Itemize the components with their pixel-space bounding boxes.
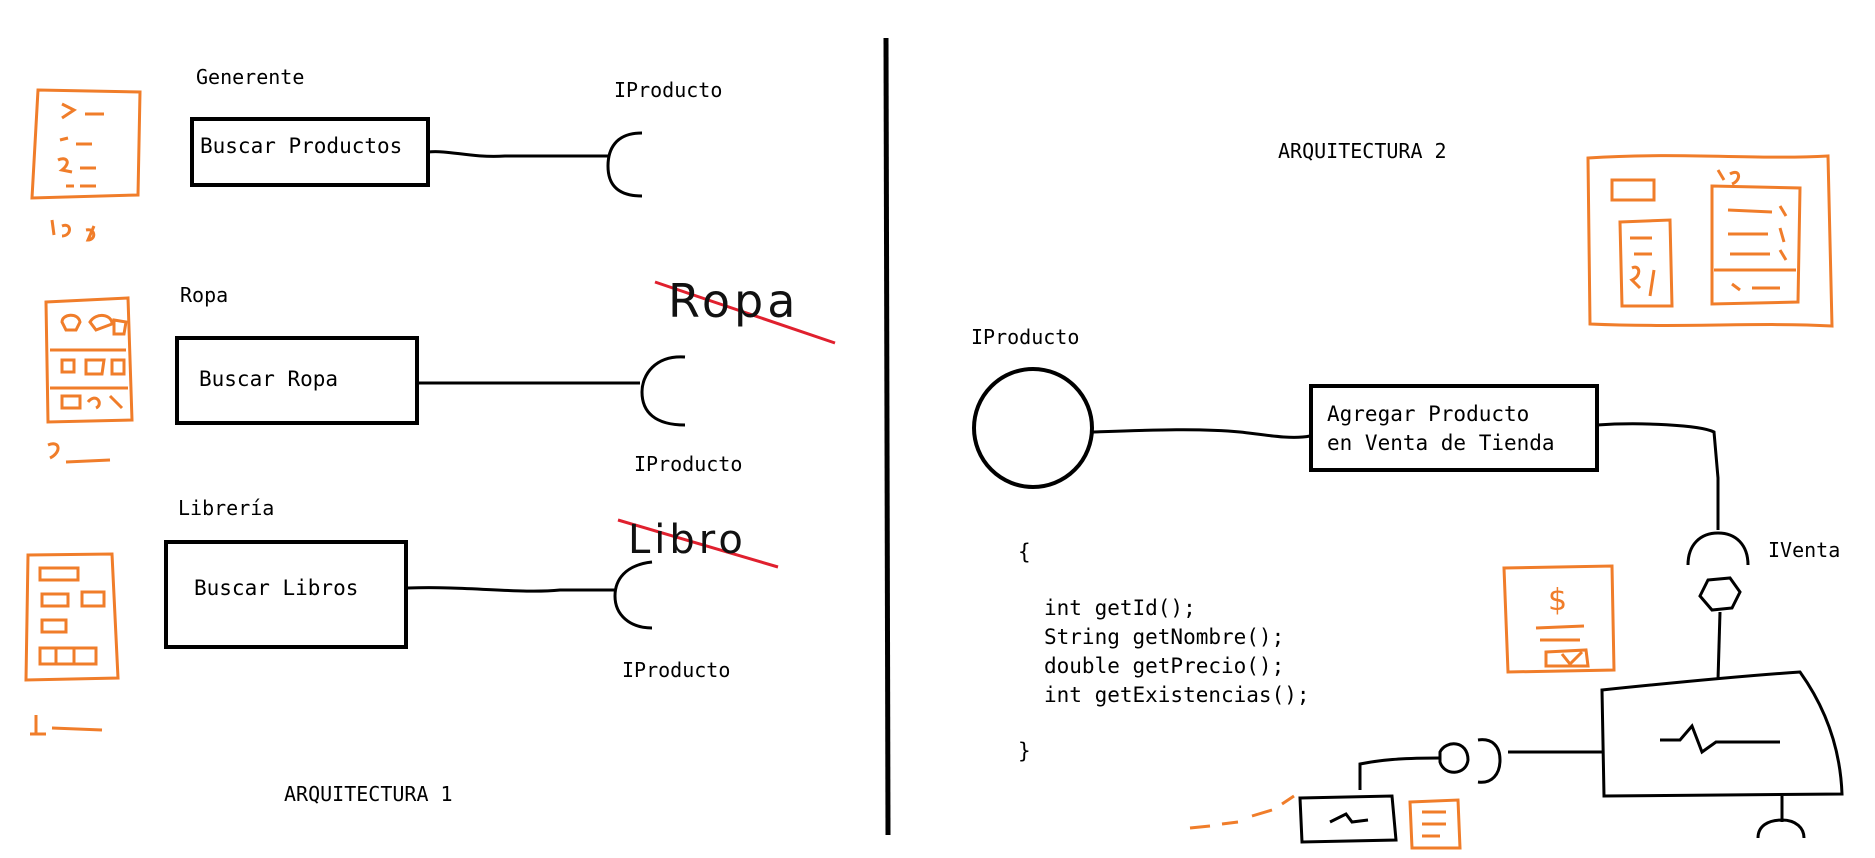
pos-ball xyxy=(1438,742,1470,774)
component-label: Buscar Ropa xyxy=(199,367,339,391)
divider-line xyxy=(883,37,891,836)
monitor-shape xyxy=(1600,670,1844,798)
code-method: int getId(); xyxy=(1044,595,1196,620)
pos-connector xyxy=(1358,756,1441,790)
sketch-note-small xyxy=(1189,794,1462,850)
interface-label-2: IProducto xyxy=(634,452,743,476)
component-buscar-productos: Buscar Productos xyxy=(190,117,430,187)
strike-line-libro xyxy=(617,518,779,569)
component-buscar-libros: Buscar Libros xyxy=(164,540,408,649)
connector-circle-to-component xyxy=(1091,428,1311,439)
code-close-brace: } xyxy=(1018,738,1031,763)
iventa-socket xyxy=(1686,531,1750,566)
group-label-libreria: Librería xyxy=(178,496,275,520)
iventa-ball xyxy=(1698,576,1742,612)
connector-2 xyxy=(418,355,686,427)
connector-3 xyxy=(407,560,653,630)
component-buscar-ropa: Buscar Ropa xyxy=(175,336,419,425)
provided-interface-label: IProducto xyxy=(971,325,1080,349)
crossed-word-libro: Libro xyxy=(628,517,747,563)
group-label-ropa: Ropa xyxy=(180,283,229,307)
connector-to-monitor xyxy=(1716,611,1722,681)
code-open-brace: { xyxy=(1018,540,1031,564)
code-method: double getPrecio(); xyxy=(1044,653,1285,678)
code-method: int getExistencias(); xyxy=(1044,682,1310,707)
sketch-store-window xyxy=(1586,154,1834,328)
monitor-pulse xyxy=(1660,723,1780,755)
sketch-receipt xyxy=(1502,564,1616,674)
component-agregar-producto: Agregar Producto en Venta de Tienda xyxy=(1309,384,1599,472)
component-label: Buscar Productos xyxy=(200,134,403,158)
group-label-generente: Generente xyxy=(196,65,305,89)
strike-line-ropa xyxy=(654,280,836,345)
monitor-leg xyxy=(1756,796,1806,839)
sketch-book-icon xyxy=(24,552,120,736)
crossed-word-ropa: Ropa xyxy=(668,274,800,328)
monitor-socket xyxy=(1477,738,1502,784)
component-label: Buscar Libros xyxy=(194,576,359,600)
connector-1 xyxy=(427,131,643,198)
sketch-clothes-icon xyxy=(44,296,134,464)
pos-terminal-mark xyxy=(1329,812,1369,824)
component-label-line2: en Venta de Tienda xyxy=(1327,431,1555,455)
architecture-2-title: ARQUITECTURA 2 xyxy=(1278,139,1447,163)
component-label-line1: Agregar Producto xyxy=(1327,402,1530,426)
code-method: String getNombre(); xyxy=(1044,624,1285,649)
pos-terminal xyxy=(1298,794,1398,844)
receipt-dollar-sign: $ xyxy=(1548,583,1568,618)
architecture-1-title: ARQUITECTURA 1 xyxy=(284,782,453,806)
interface-label-1: IProducto xyxy=(614,78,723,102)
interface-code-block: { int getId(); String getNombre(); doubl… xyxy=(1018,538,1310,766)
provided-interface-circle xyxy=(972,367,1094,489)
connector-component-to-iventa xyxy=(1596,422,1720,530)
interface-label-3: IProducto xyxy=(622,658,731,682)
required-interface-label: IVenta xyxy=(1768,538,1841,562)
sketch-list-icon xyxy=(30,88,142,242)
